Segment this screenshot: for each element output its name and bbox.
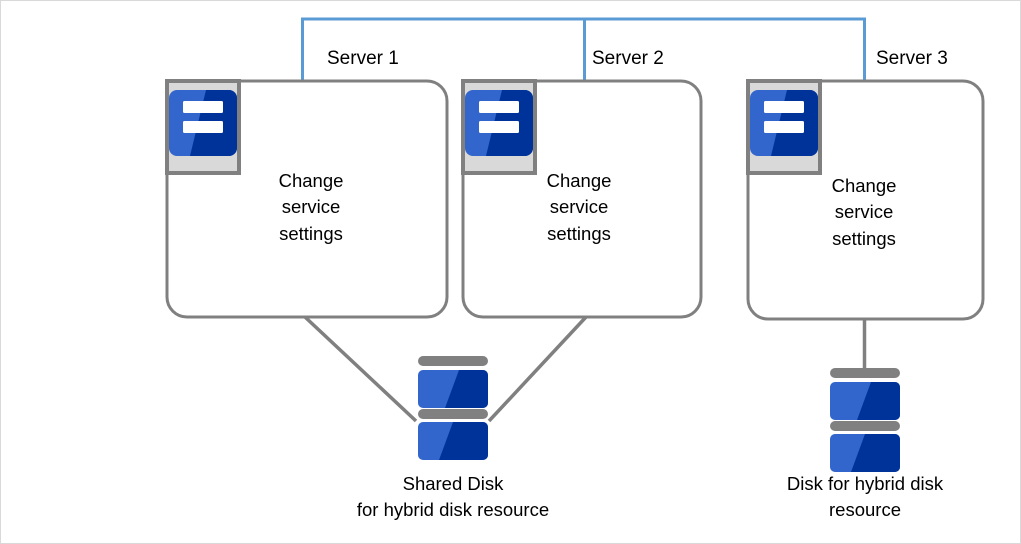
disk-stack-icon xyxy=(830,368,900,472)
connector-lines xyxy=(303,315,867,423)
server-2-body-text: Change service settings xyxy=(546,170,612,244)
cluster-bracket xyxy=(301,17,866,81)
local-disk-caption: Disk for hybrid disk resource xyxy=(786,473,944,521)
shared-disk-caption: Shared Disk for hybrid disk resource xyxy=(356,473,550,521)
server-icon xyxy=(746,79,822,175)
disk-stack-icon xyxy=(418,356,488,460)
server-1-title: Server 1 xyxy=(327,48,399,69)
server-icon xyxy=(461,79,537,175)
server-2-title: Server 2 xyxy=(592,48,664,69)
server-icon xyxy=(165,79,241,175)
server-1-body-text: Change service settings xyxy=(278,170,344,244)
server-3-title: Server 3 xyxy=(876,48,948,69)
server-3-body-text: Change service settings xyxy=(831,175,897,249)
